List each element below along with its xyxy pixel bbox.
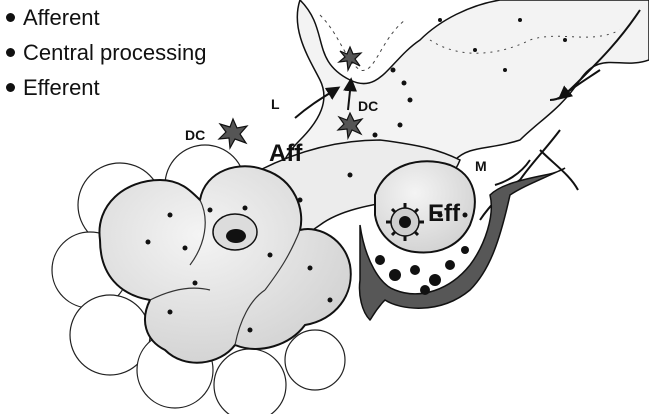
bullet-icon: [6, 13, 15, 22]
efferent-label: Eff: [428, 200, 460, 228]
afferent-label: Aff: [269, 140, 302, 168]
efferent-node: [359, 161, 565, 320]
dendritic-cell-icon: [339, 47, 361, 70]
nucleated-cell: [213, 214, 257, 250]
legend-label: Central processing: [23, 40, 206, 66]
legend-item-efferent: Efferent: [6, 70, 206, 105]
legend-label: Efferent: [23, 75, 100, 101]
bullet-icon: [6, 48, 15, 57]
macrophage-label: M: [475, 158, 487, 174]
legend-item-afferent: Afferent: [6, 0, 206, 35]
lymph-label: L: [271, 96, 280, 112]
bullet-icon: [6, 83, 15, 92]
dendritic-cell-icon: [219, 119, 247, 148]
legend-label: Afferent: [23, 5, 100, 31]
dc-label-right: DC: [358, 98, 378, 114]
legend-item-central-processing: Central processing: [6, 35, 206, 70]
dc-label-left: DC: [185, 127, 205, 143]
legend: Afferent Central processing Efferent: [6, 0, 206, 105]
